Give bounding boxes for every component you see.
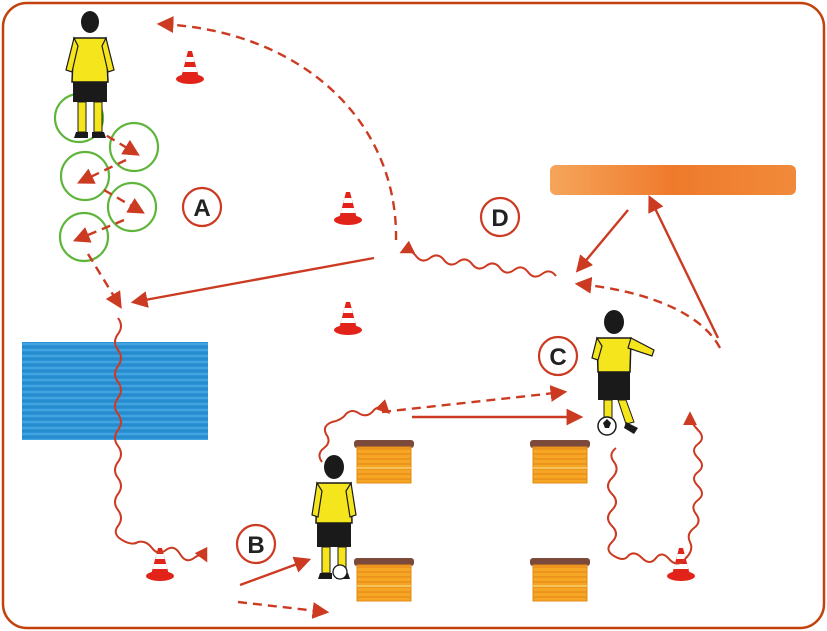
ring-4 xyxy=(106,181,158,233)
hurdle-icon xyxy=(353,439,415,484)
station-label-c: C xyxy=(537,335,579,377)
player-3 xyxy=(591,310,655,434)
hurdle-icon xyxy=(529,439,591,484)
svg-text:A: A xyxy=(193,195,210,222)
station-label-d: D xyxy=(479,196,521,238)
player-2 xyxy=(311,455,357,580)
cone-icon xyxy=(176,51,204,84)
rebound-board xyxy=(550,165,796,195)
cone-icon xyxy=(334,302,362,335)
ring-3 xyxy=(59,150,111,202)
ball-icon xyxy=(332,564,348,580)
svg-text:C: C xyxy=(549,344,566,371)
run-paths xyxy=(72,16,722,619)
coordination-rings xyxy=(53,92,160,263)
svg-text:B: B xyxy=(247,532,264,559)
hurdle-icon xyxy=(353,557,415,602)
dribble-paths xyxy=(114,240,703,565)
pass-paths xyxy=(130,194,720,587)
player-1 xyxy=(65,11,115,138)
ring-2 xyxy=(108,121,160,173)
svg-text:D: D xyxy=(491,205,508,232)
station-label-a: A xyxy=(181,186,223,228)
hurdle-icon xyxy=(529,557,591,602)
cone-icon xyxy=(334,192,362,225)
ring-5 xyxy=(58,211,110,263)
station-label-b: B xyxy=(235,523,277,565)
water-obstacle xyxy=(22,342,208,440)
